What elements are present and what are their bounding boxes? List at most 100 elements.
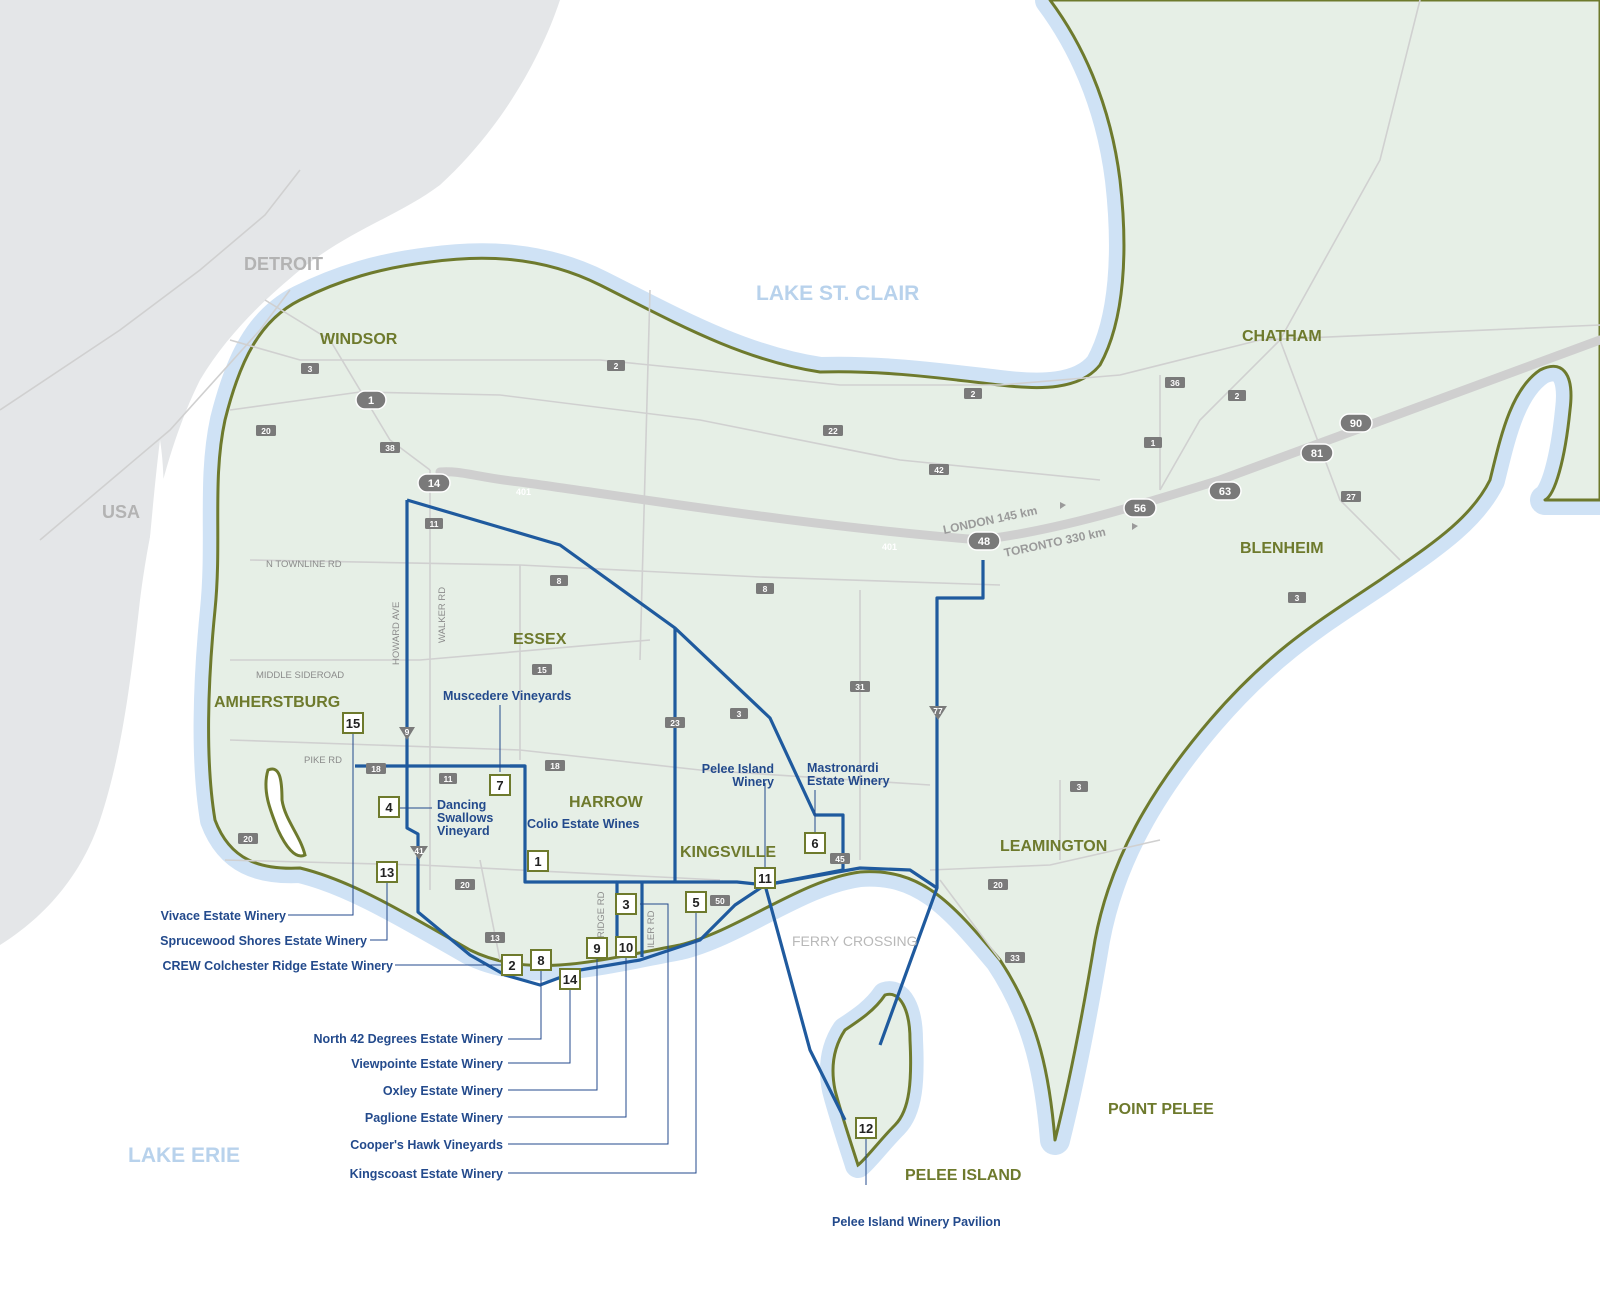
winery-label-7: Muscedere Vineyards: [443, 689, 571, 703]
highway-401-label-2: 401: [882, 542, 897, 552]
county-road-50-shield: 50: [710, 895, 730, 906]
highway-401-label: 401: [516, 487, 531, 497]
svg-text:33: 33: [1010, 953, 1020, 963]
winery-marker-11[interactable]: 11: [754, 867, 776, 889]
winery-marker-box: [685, 891, 707, 913]
route-9-shield: 9: [399, 727, 415, 740]
detroit-label: DETROIT: [244, 254, 323, 274]
winery-marker-box: [754, 867, 776, 889]
town-harrow: HARROW: [569, 794, 644, 811]
winery-label-13: Sprucewood Shores Estate Winery: [160, 934, 367, 948]
winery-marker-1[interactable]: 1: [527, 850, 549, 872]
svg-text:36: 36: [1170, 378, 1180, 388]
svg-text:22: 22: [828, 426, 838, 436]
winery-marker-5[interactable]: 5: [685, 891, 707, 913]
winery-marker-number: 2: [508, 958, 515, 973]
svg-text:8: 8: [763, 584, 768, 594]
svg-text:2: 2: [1235, 391, 1240, 401]
highway-90-label: 90: [1350, 418, 1362, 430]
winery-marker-8[interactable]: 8: [530, 949, 552, 971]
winery-label-4-line3: Vineyard: [437, 824, 490, 838]
county-road-31-shield: 31: [850, 681, 870, 692]
svg-text:20: 20: [261, 426, 271, 436]
svg-text:31: 31: [855, 682, 865, 692]
winery-marker-number: 1: [534, 854, 541, 869]
winery-marker-box: [559, 968, 581, 990]
road-ridge-rd: RIDGE RD: [596, 891, 607, 938]
winery-marker-12[interactable]: 12: [855, 1117, 877, 1139]
winery-label-10: Paglione Estate Winery: [365, 1111, 503, 1125]
svg-text:23: 23: [670, 718, 680, 728]
winery-label-8: North 42 Degrees Estate Winery: [313, 1032, 503, 1046]
route-77-shield: 77: [929, 706, 947, 720]
county-road-2-shield: 2: [607, 360, 625, 371]
winery-marker-box: [489, 774, 511, 796]
land: [207, 0, 1600, 1142]
svg-text:2: 2: [971, 389, 976, 399]
highway-1-shield: 1: [355, 390, 387, 410]
county-road-20c-shield: 20: [455, 879, 475, 890]
svg-text:45: 45: [835, 854, 845, 864]
svg-text:3: 3: [737, 709, 742, 719]
winery-label-5: Kingscoast Estate Winery: [350, 1167, 503, 1181]
usa-landmass: [0, 0, 560, 945]
winery-marker-number: 7: [496, 778, 503, 793]
winery-marker-3[interactable]: 3: [615, 893, 637, 915]
pelee-island: [831, 992, 913, 1168]
svg-text:2: 2: [614, 361, 619, 371]
winery-marker-6[interactable]: 6: [804, 832, 826, 854]
winery-marker-number: 15: [346, 716, 360, 731]
county-road-20d-shield: 20: [988, 879, 1008, 890]
amherstburg-inlet: [264, 767, 307, 858]
svg-text:77: 77: [933, 706, 943, 716]
usa-label: USA: [102, 502, 140, 522]
county-road-38-shield: 38: [380, 442, 400, 453]
highway-14-label: 14: [428, 478, 441, 490]
winery-marker-10[interactable]: 10: [615, 936, 637, 958]
ferry-crossing-label: FERRY CROSSING: [792, 933, 918, 949]
lake-erie-label: LAKE ERIE: [128, 1144, 240, 1167]
county-road-8b-shield: 8: [756, 583, 774, 594]
winery-marker-14[interactable]: 14: [559, 968, 581, 990]
winery-marker-7[interactable]: 7: [489, 774, 511, 796]
lake-st-clair-label: LAKE ST. CLAIR: [756, 282, 919, 305]
winery-marker-15[interactable]: 15: [342, 712, 364, 734]
svg-text:11: 11: [444, 774, 453, 784]
winery-label-11-line1: Pelee Island: [702, 762, 774, 776]
highway-401: [435, 335, 1600, 545]
winery-marker-box: [804, 832, 826, 854]
arrow-toronto-icon: [1132, 523, 1138, 530]
svg-text:38: 38: [385, 443, 395, 453]
winery-marker-number: 11: [758, 871, 772, 886]
svg-text:18: 18: [550, 761, 560, 771]
winery-marker-4[interactable]: 4: [378, 796, 400, 818]
winery-marker-number: 8: [537, 953, 544, 968]
winery-marker-box: [501, 954, 523, 976]
county-road-18-shield: 18: [366, 763, 386, 774]
winery-marker-box: [586, 937, 608, 959]
svg-text:9: 9: [405, 727, 410, 737]
winery-label-14: Viewpointe Estate Winery: [351, 1057, 503, 1071]
county-road-1-shield: 1: [1144, 437, 1162, 448]
highway-90-shield: 90: [1339, 413, 1373, 433]
highway-81-label: 81: [1311, 448, 1323, 460]
county-road-42-shield: 42: [929, 464, 949, 475]
svg-text:20: 20: [993, 880, 1003, 890]
winery-marker-2[interactable]: 2: [501, 954, 523, 976]
county-road-8-shield: 8: [550, 575, 568, 586]
road-pike-rd: PIKE RD: [304, 755, 342, 766]
winery-marker-box: [378, 796, 400, 818]
county-road-20-shield: 20: [256, 425, 276, 436]
county-road-11-shield: 11: [425, 518, 443, 529]
winery-marker-13[interactable]: 13: [376, 861, 398, 883]
svg-text:27: 27: [1346, 492, 1356, 502]
highway-48-label: 48: [978, 536, 990, 548]
winery-label-9: Oxley Estate Winery: [383, 1084, 503, 1098]
winery-marker-9[interactable]: 9: [586, 937, 608, 959]
winery-label-3: Cooper's Hawk Vineyards: [350, 1138, 503, 1152]
highway-63-shield: 63: [1208, 481, 1242, 501]
winery-marker-number: 5: [692, 895, 699, 910]
winery-marker-box: [615, 893, 637, 915]
arrow-london-icon: [1060, 502, 1066, 509]
